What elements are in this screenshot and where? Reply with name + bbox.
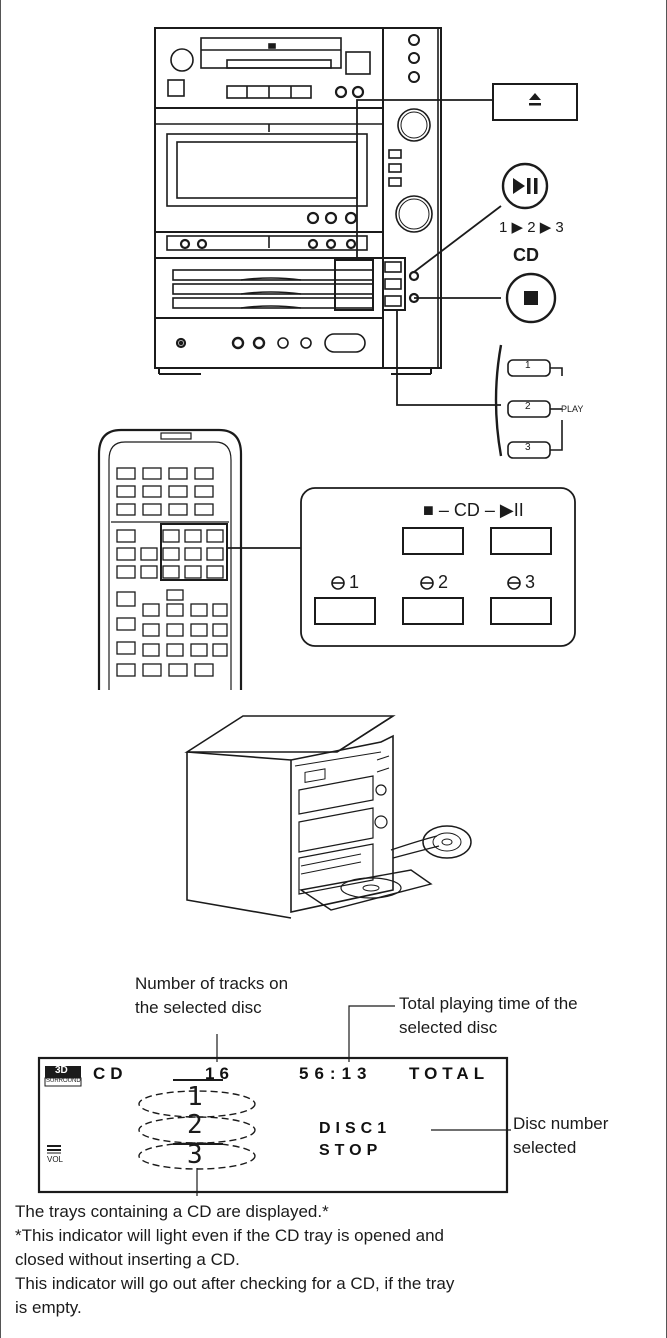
lcd-tray-3: 3 xyxy=(187,1140,203,1170)
tray-3-label: 3 xyxy=(525,442,531,453)
play-label: PLAY xyxy=(561,404,583,414)
time-callout-line2: selected disc xyxy=(399,1018,497,1038)
remote-tray-1-button xyxy=(315,598,375,624)
remote-control xyxy=(99,430,241,690)
vol-text: VOL xyxy=(47,1155,63,1164)
unit-callout-lines xyxy=(357,100,501,405)
remote-stop-button xyxy=(403,528,463,554)
surround-3d-text: 3D xyxy=(55,1065,68,1076)
note-line-4: This indicator will go out after checkin… xyxy=(15,1272,454,1296)
tray-1-label: 1 xyxy=(525,360,531,371)
lcd-disc: DISC1 xyxy=(319,1120,391,1138)
lcd-status: STOP xyxy=(319,1142,382,1160)
surround-text: SURROUND xyxy=(46,1078,81,1084)
note-line-2: *This indicator will light even if the C… xyxy=(15,1224,444,1248)
play-pause-button[interactable] xyxy=(503,164,547,208)
lcd-source: CD xyxy=(93,1064,128,1084)
lcd-time: 56:13 xyxy=(299,1064,372,1084)
remote-tray-3-button xyxy=(491,598,551,624)
lcd-total: TOTAL xyxy=(409,1064,489,1084)
remote-tray-2-label: 2 xyxy=(438,572,448,593)
tray-2-label: 2 xyxy=(525,401,531,412)
note-line-5: is empty. xyxy=(15,1296,82,1320)
time-callout-line1: Total playing time of the xyxy=(399,994,578,1014)
tracks-callout-line1: Number of tracks on xyxy=(135,974,288,994)
tracks-callout-line2: the selected disc xyxy=(135,998,262,1018)
note-line-1: The trays containing a CD are displayed.… xyxy=(15,1200,329,1224)
remote-tray-3-label: 3 xyxy=(525,572,535,593)
remote-tray-2-button xyxy=(403,598,463,624)
remote-tray-1-label: 1 xyxy=(349,572,359,593)
remote-play-pause-button xyxy=(491,528,551,554)
unit-perspective-illustration xyxy=(187,716,471,918)
open-close-button[interactable] xyxy=(493,84,577,120)
play-sequence-label: 1 ▶ 2 ▶ 3 xyxy=(499,218,564,236)
lcd-track-count: 16 xyxy=(205,1064,234,1084)
stop-button[interactable] xyxy=(507,274,555,322)
lcd-tray-2: 2 xyxy=(187,1110,203,1140)
cd-label: CD xyxy=(513,245,539,266)
disc-callout-line2: selected xyxy=(513,1138,576,1158)
stereo-unit-front xyxy=(155,28,441,374)
remote-panel-title: ■ – CD – ▶II xyxy=(423,500,524,521)
lcd-tray-1: 1 xyxy=(187,1082,203,1112)
note-line-3: closed without inserting a CD. xyxy=(15,1248,240,1272)
disc-callout-line1: Disc number xyxy=(513,1114,608,1134)
